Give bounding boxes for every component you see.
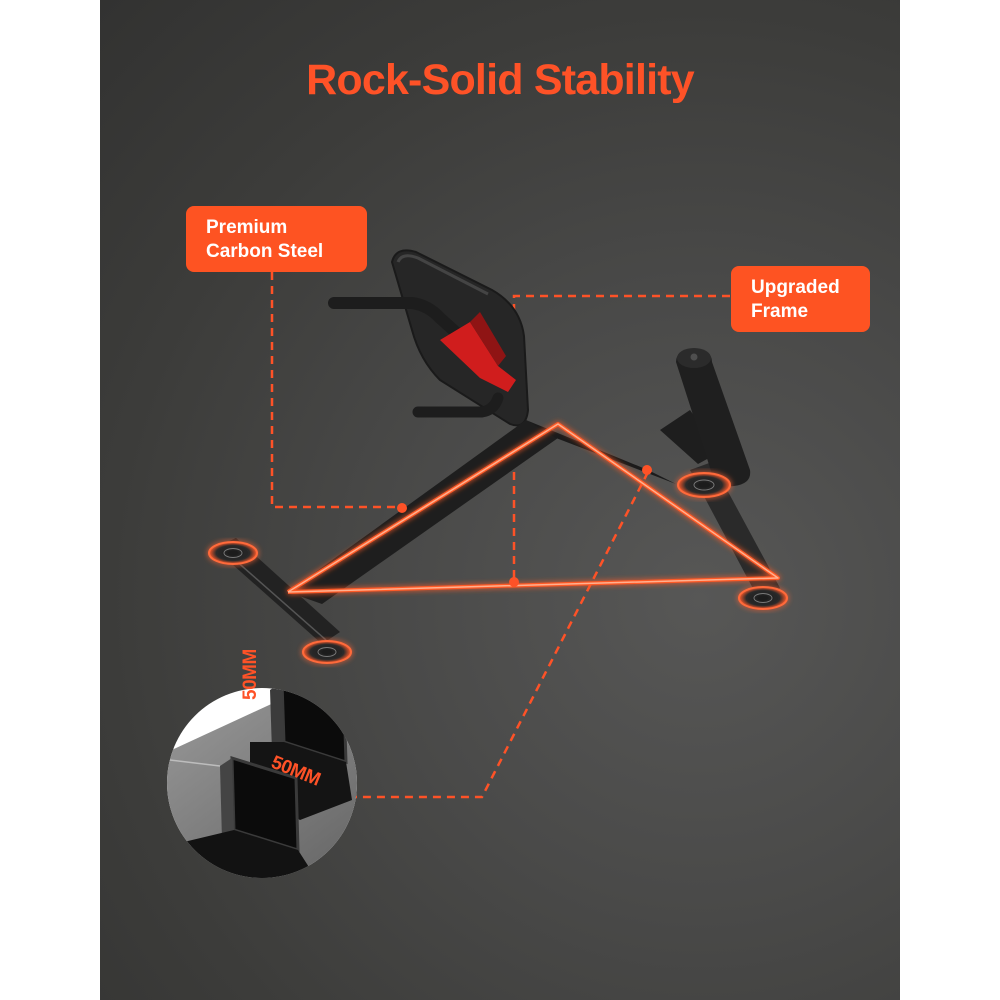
triangle-highlight [287,423,779,593]
label-premium-carbon-steel: Premium Carbon Steel [186,206,367,272]
product-panel: Rock-Solid Stability Premium Carbon Stee… [100,0,900,1000]
handles [328,297,504,418]
tube-inset [167,688,357,878]
anchor-dot-left [397,503,407,513]
wheel-rear-bottom [738,586,788,610]
label-left-line1: Premium [206,217,288,238]
leader-line-inset [348,471,650,799]
label-right-line1: Upgraded [751,277,840,298]
wheel-front-left [208,541,258,565]
bench-illustration [167,249,788,878]
dimension-height: 50MM [240,649,261,700]
label-right-line2: Frame [751,301,809,322]
foam-roller [676,348,751,487]
wheel-front-right [302,640,352,664]
label-left-line2: Carbon Steel [206,241,324,262]
label-upgraded-frame: Upgraded Frame [731,266,870,332]
anchor-dot-base [509,577,519,587]
main-beam [288,420,676,604]
leader-line-right [512,294,730,580]
page-title: Rock-Solid Stability [306,56,695,104]
adjust-bracket [440,312,516,392]
wheel-rear-top [677,472,731,498]
anchor-dot-right [642,465,652,475]
